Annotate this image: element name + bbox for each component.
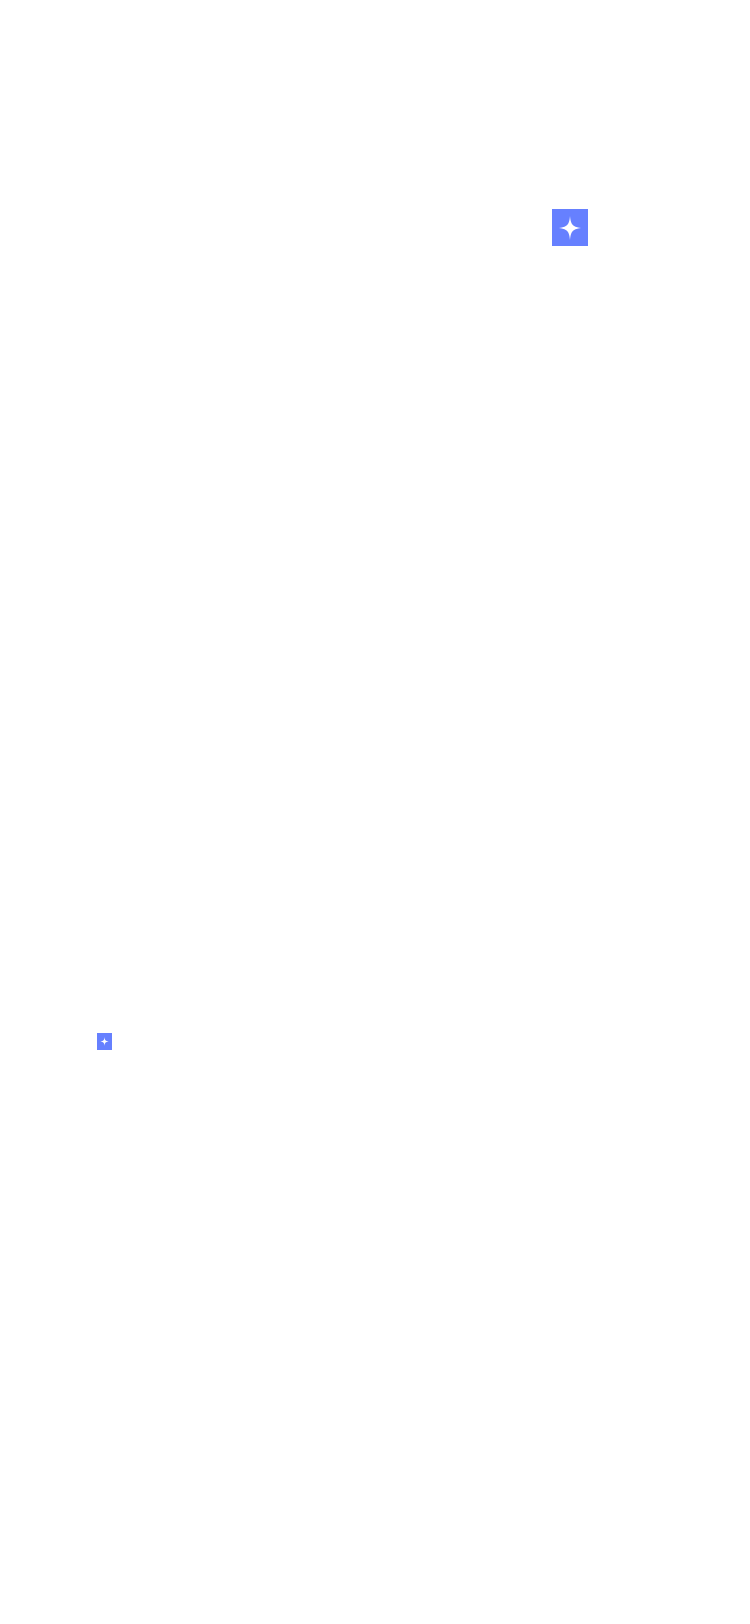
ai-sparkle-button-small[interactable] bbox=[97, 1033, 112, 1050]
ai-sparkle-button-large[interactable] bbox=[552, 209, 588, 246]
sparkle-icon bbox=[559, 215, 581, 240]
sparkle-icon bbox=[100, 1037, 109, 1046]
